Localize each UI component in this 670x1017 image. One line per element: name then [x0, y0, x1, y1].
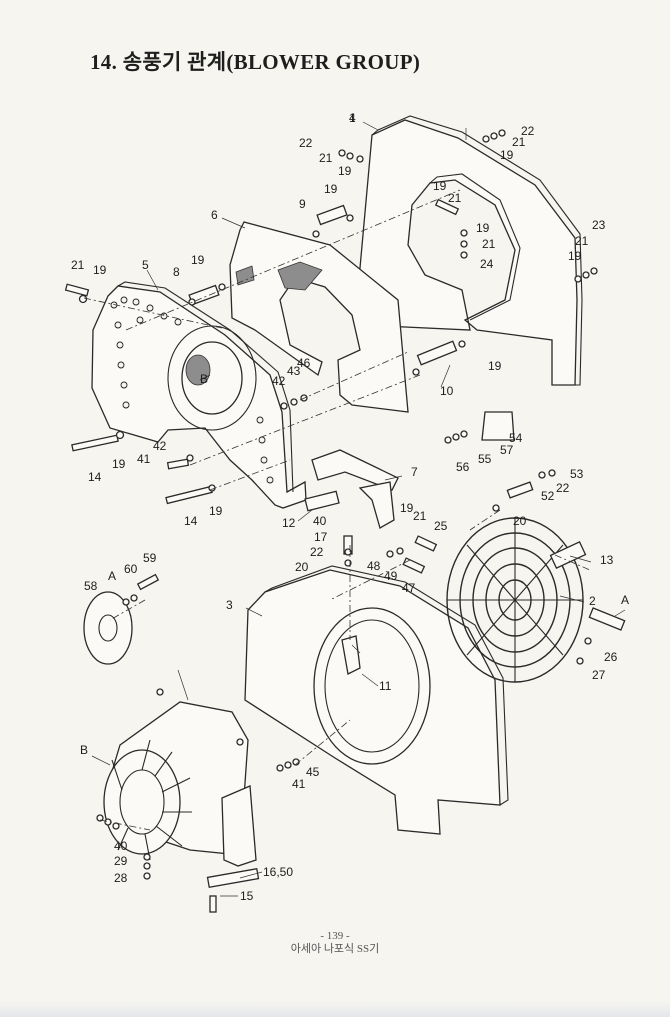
fan-guard-grill: [446, 517, 584, 683]
callout: 19: [488, 359, 502, 373]
callout: 1: [349, 111, 356, 125]
middle-housing-panel: [229, 221, 409, 413]
callout: 6: [211, 208, 218, 222]
callout: 15: [240, 889, 254, 903]
callout: 21: [512, 135, 526, 149]
callout: 23: [592, 218, 606, 232]
callout: 13: [600, 553, 614, 567]
callout: 21: [71, 258, 85, 272]
callout: 21: [575, 234, 589, 248]
callout: B: [200, 372, 208, 386]
callout: 14: [88, 470, 102, 484]
callout: 20: [295, 560, 309, 574]
callout: 21: [482, 237, 496, 251]
callout: 60: [124, 562, 138, 576]
leader-lines: [91, 121, 626, 897]
pulley-disc: [83, 591, 133, 665]
callout: 19: [568, 249, 582, 263]
callout: 19: [93, 263, 107, 277]
page-title: 14. 송풍기 관계(BLOWER GROUP): [90, 50, 421, 74]
callout: 21: [448, 191, 462, 205]
rear-housing-panel: [357, 115, 583, 386]
callout: 10: [440, 384, 454, 398]
callout: 41: [292, 777, 306, 791]
callout: 19: [112, 457, 126, 471]
scan-edge: [0, 1001, 670, 1017]
callout: 11: [379, 679, 392, 693]
main-housing: [244, 565, 509, 835]
blower-fan: [103, 701, 260, 889]
callout: 20: [513, 514, 527, 528]
callout: 59: [143, 551, 157, 565]
callout: 19: [209, 504, 223, 518]
callout: 29: [114, 854, 128, 868]
callout: 42: [272, 374, 286, 388]
callout: 54: [509, 431, 523, 445]
callout: 55: [478, 452, 492, 466]
callout: 43: [287, 364, 301, 378]
callout: 19: [191, 253, 205, 267]
callout-labels: 1 2 3 4 5 6 7 8 9 10 11 12 13 14 14 15 1…: [71, 111, 629, 903]
callout: 46: [297, 356, 311, 370]
callout: 4: [349, 111, 356, 125]
callout: 25: [434, 519, 448, 533]
callout: 17: [314, 530, 328, 544]
callout: 5: [142, 258, 149, 272]
front-housing-shell: [91, 281, 307, 509]
callout: A: [108, 569, 116, 583]
callout: 58: [84, 579, 98, 593]
callout: 19: [338, 164, 352, 178]
callout: 7: [411, 465, 418, 479]
callout: 8: [173, 265, 180, 279]
callout: 52: [541, 489, 555, 503]
fasteners: [64, 129, 626, 913]
page-footer: - 139 - 아세아 나포식 SS기: [0, 930, 670, 956]
callout: 16,50: [263, 865, 293, 879]
callout: 21: [413, 509, 427, 523]
callout: 40: [114, 839, 128, 853]
callout: 57: [500, 443, 514, 457]
callout: 56: [456, 460, 470, 474]
callout: 47: [402, 581, 416, 595]
callout: 28: [114, 871, 128, 885]
callout: 53: [570, 467, 584, 481]
callout: 48: [367, 559, 381, 573]
callout: 19: [500, 148, 514, 162]
assembly-center-lines: [83, 189, 591, 831]
callout: 19: [476, 221, 490, 235]
callout: 42: [153, 439, 167, 453]
footer-caption: 아세아 나포식 SS기: [290, 943, 380, 955]
callout: 9: [299, 197, 306, 211]
callout: 22: [310, 545, 324, 559]
callout: 49: [384, 569, 398, 583]
mounting-holes: [110, 296, 274, 484]
callout: 45: [306, 765, 320, 779]
callout: 3: [226, 598, 233, 612]
callout: 19: [433, 179, 447, 193]
callout: A: [621, 593, 629, 607]
callout: 19: [324, 182, 338, 196]
impeller-blades: [111, 739, 192, 861]
callout: 22: [556, 481, 570, 495]
callout: 2: [589, 594, 596, 608]
callout: 24: [480, 257, 494, 271]
callout: 21: [319, 151, 333, 165]
page-number: - 139 -: [320, 930, 350, 942]
callout: 19: [400, 501, 414, 515]
callout: 26: [604, 650, 618, 664]
callout: 22: [299, 136, 313, 150]
bracket: [304, 449, 399, 529]
callout: B: [80, 743, 88, 757]
callout: 40: [313, 514, 327, 528]
panel-cutout-shadow: [277, 261, 323, 291]
callout: 22: [521, 124, 535, 138]
callout: 41: [137, 452, 151, 466]
callout: 27: [592, 668, 606, 682]
callout: 12: [282, 516, 296, 530]
callout: 14: [184, 514, 198, 528]
